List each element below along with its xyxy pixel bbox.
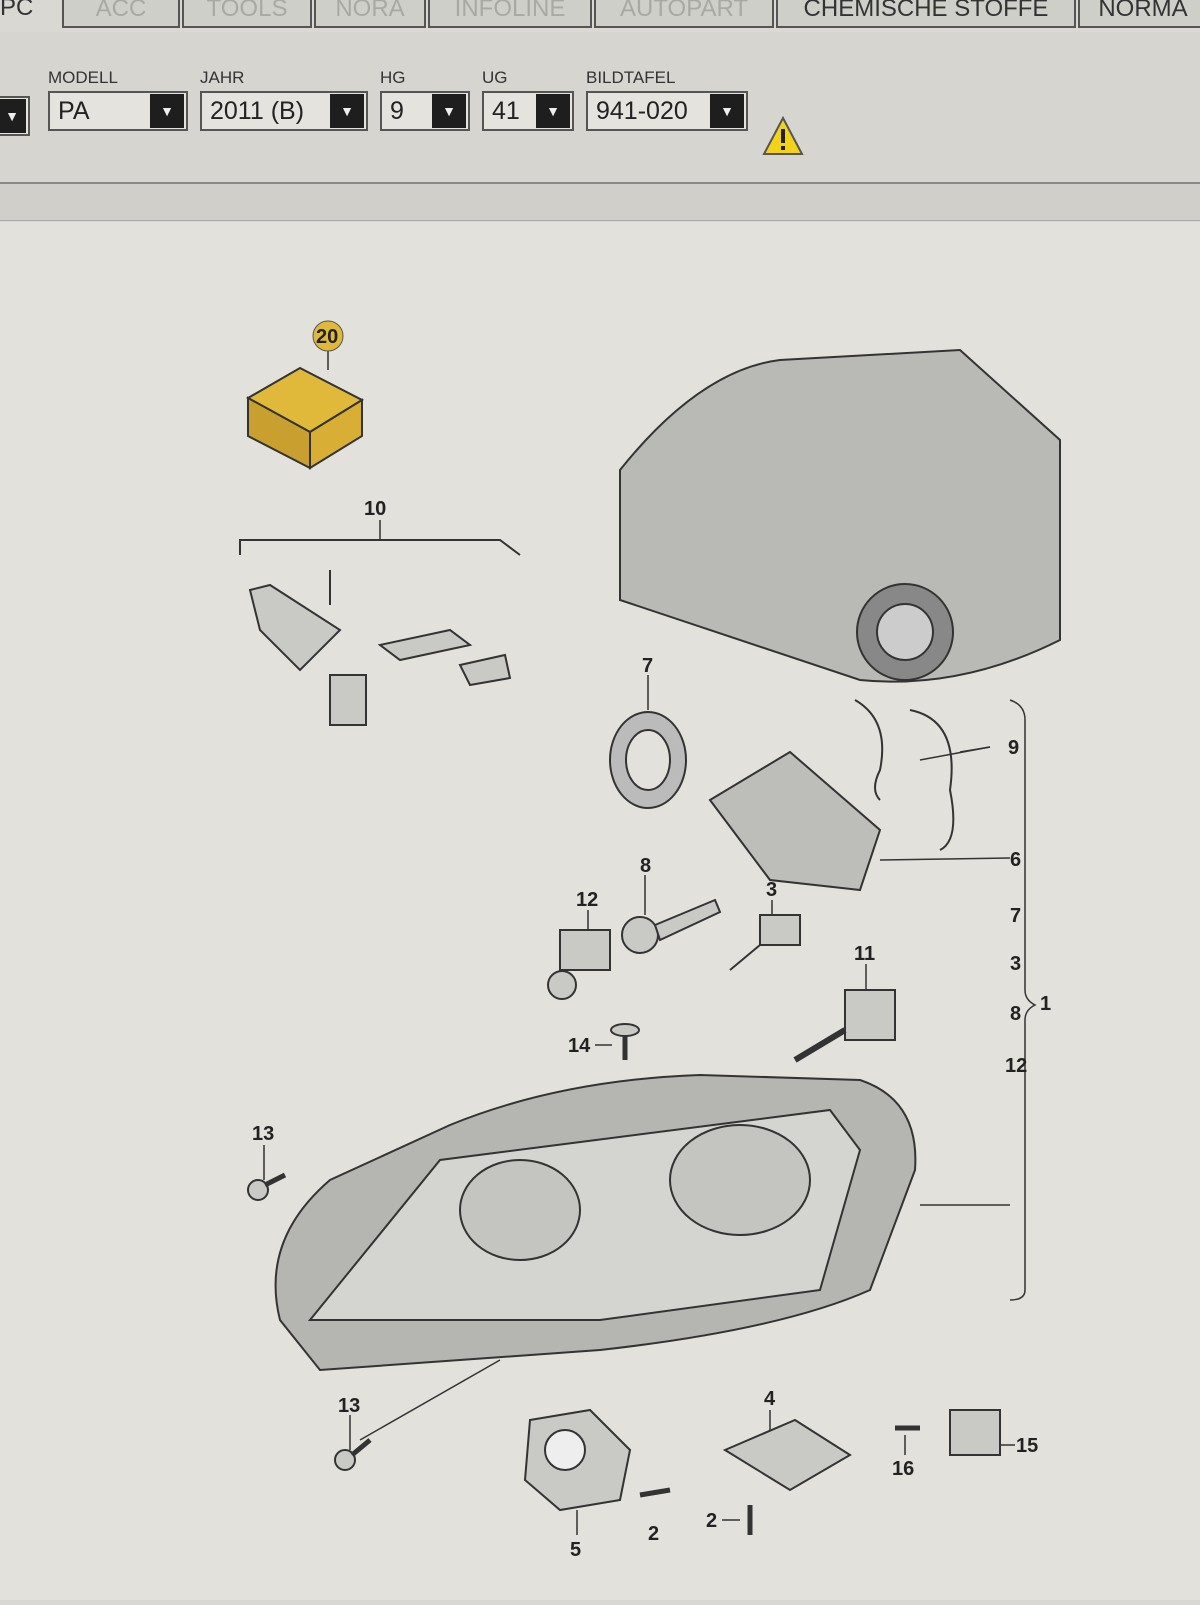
tab-chemische-stoffe[interactable]: CHEMISCHE STOFFE (776, 0, 1076, 28)
tab-autopart[interactable]: AUTOPART (594, 0, 774, 28)
control-unit-4-part[interactable] (722, 1418, 852, 1492)
callout-3[interactable]: 3 (766, 879, 777, 901)
partial-dropdown[interactable]: ▼ (0, 96, 30, 136)
screw-13-part[interactable] (334, 1438, 372, 1471)
dropdown-arrow-icon: ▼ (536, 94, 570, 128)
callout-2[interactable]: 2 (648, 1523, 659, 1545)
jahr-value: 2011 (B) (210, 96, 305, 125)
jahr-select[interactable]: 2011 (B) ▼ (200, 91, 368, 131)
ug-select[interactable]: 41 ▼ (482, 91, 574, 131)
callout-15[interactable]: 15 (1016, 1435, 1038, 1457)
jahr-label: JAHR (200, 68, 245, 87)
control-unit-part[interactable] (245, 366, 365, 470)
screw-14-part[interactable] (610, 1023, 640, 1060)
tab-pc[interactable]: PC (0, 0, 34, 21)
callout-7[interactable]: 7 (642, 655, 653, 677)
dropdown-arrow-icon: ▼ (150, 94, 184, 128)
hg-select[interactable]: 9▼ (380, 91, 470, 131)
tab-tools[interactable]: TOOLS (182, 0, 312, 28)
parts-diagram: 20 10 7 9 6 7 3 8 12 1 8 3 12 11 14 13 1… (0, 222, 1200, 1600)
hg-label: HG (380, 68, 406, 87)
bildtafel-select[interactable]: 941-020 ▼ (586, 91, 748, 131)
bildtafel-label: BILDTAFEL (586, 68, 676, 87)
callout-9[interactable]: 9 (1008, 737, 1019, 759)
callout-13[interactable]: 13 (338, 1395, 360, 1417)
bulb-8-part[interactable] (621, 898, 722, 954)
bracket-15-part[interactable] (949, 1409, 1001, 1456)
assembly-item-8[interactable]: 8 (1010, 1003, 1021, 1025)
bulb-12-part[interactable] (547, 929, 611, 1000)
dropdown-arrow-icon: ▼ (0, 99, 26, 133)
bracket-kit-part[interactable] (239, 539, 521, 726)
screw-13-part[interactable] (247, 1172, 287, 1201)
callout-20-highlight[interactable] (312, 320, 344, 352)
modell-select[interactable]: PA ▼ (48, 91, 188, 131)
ug-label: UG (482, 68, 508, 87)
bildtafel-value: 941-020 (596, 96, 688, 125)
modell-field: MODELL PA ▼ (48, 68, 188, 131)
assembly-item-7[interactable]: 7 (1010, 905, 1021, 927)
assembly-item-12[interactable]: 12 (1005, 1055, 1027, 1077)
callout-5[interactable]: 5 (570, 1539, 581, 1561)
tab-bar: PC ACC TOOLS NORA INFOLINE AUTOPART CHEM… (0, 0, 1200, 30)
xenon-bulb-11-part[interactable] (793, 989, 896, 1063)
callout-8[interactable]: 8 (640, 855, 651, 877)
warning-icon[interactable] (762, 116, 804, 156)
callout-12[interactable]: 12 (576, 889, 598, 911)
callout-1[interactable]: 1 (1040, 993, 1051, 1015)
ug-value: 41 (492, 96, 520, 125)
dropdown-arrow-icon: ▼ (432, 94, 466, 128)
callout-2[interactable]: 2 (706, 1510, 717, 1532)
hg-field: HG 9▼ (380, 68, 470, 131)
bildtafel-field: BILDTAFEL 941-020 ▼ (586, 68, 748, 131)
modell-value: PA (58, 96, 90, 125)
modell-label: MODELL (48, 68, 118, 87)
headlight-assembly-part[interactable] (274, 1073, 917, 1372)
assembly-item-3[interactable]: 3 (1010, 953, 1021, 975)
igniter-5-part[interactable] (523, 1408, 632, 1512)
divider-strip (0, 184, 1200, 221)
callout-20[interactable]: 20 (316, 326, 338, 348)
callout-6[interactable]: 6 (1010, 849, 1021, 871)
callout-13[interactable]: 13 (252, 1123, 274, 1145)
dropdown-arrow-icon: ▼ (330, 94, 364, 128)
callout-10[interactable]: 10 (364, 498, 386, 520)
dropdown-arrow-icon: ▼ (710, 94, 744, 128)
tab-norma[interactable]: NORMA (1078, 0, 1200, 28)
tab-acc[interactable]: ACC (62, 0, 180, 28)
bulb-3-part[interactable] (729, 914, 801, 971)
tab-infoline[interactable]: INFOLINE (428, 0, 592, 28)
callout-16[interactable]: 16 (892, 1458, 914, 1480)
selection-toolbar: ▼ MODELL PA▼ JAHR 2011 (B)▼ HG 9▼ UG 41▼… (0, 32, 1200, 184)
exploded-view-diagram: 20 10 7 9 6 7 3 8 12 1 8 3 12 11 14 13 1… (239, 320, 1061, 1561)
callout-14[interactable]: 14 (568, 1035, 591, 1057)
cap-part[interactable] (708, 750, 882, 892)
callout-4[interactable]: 4 (764, 1388, 776, 1410)
car-illustration (619, 348, 1061, 683)
callout-11[interactable]: 11 (854, 943, 875, 965)
tab-nora[interactable]: NORA (314, 0, 426, 28)
jahr-field: JAHR 2011 (B) ▼ (200, 68, 368, 131)
hg-value: 9 (390, 96, 404, 125)
ug-field: UG 41 ▼ (482, 68, 574, 131)
